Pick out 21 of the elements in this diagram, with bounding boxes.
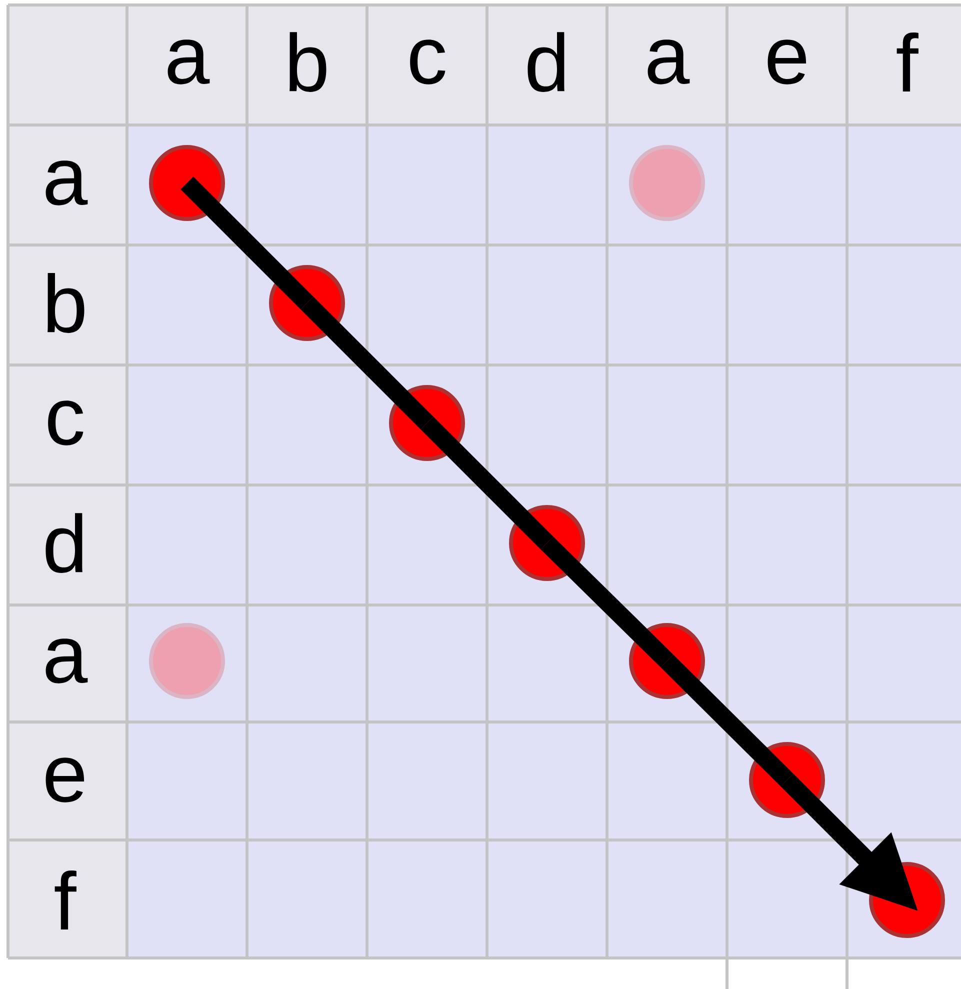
header-label: c (410, 40, 446, 84)
faded-dot (149, 623, 225, 699)
dot (749, 742, 825, 818)
dot (149, 145, 225, 221)
header-label: e (768, 40, 806, 84)
header-label: c (48, 400, 84, 446)
header-label: d (528, 32, 564, 92)
header-label: a (168, 40, 210, 84)
dot (629, 623, 705, 699)
dot (389, 385, 465, 461)
header-label: d (46, 513, 82, 573)
header-label: b (48, 273, 84, 333)
dot (869, 862, 945, 938)
header-label: e (46, 758, 84, 802)
header-label: a (46, 160, 88, 206)
header-label: f (54, 870, 76, 930)
dot (269, 265, 345, 341)
header-label: b (290, 32, 326, 92)
header-label: f (896, 32, 918, 92)
dot (509, 505, 585, 581)
faded-dot (629, 145, 705, 221)
